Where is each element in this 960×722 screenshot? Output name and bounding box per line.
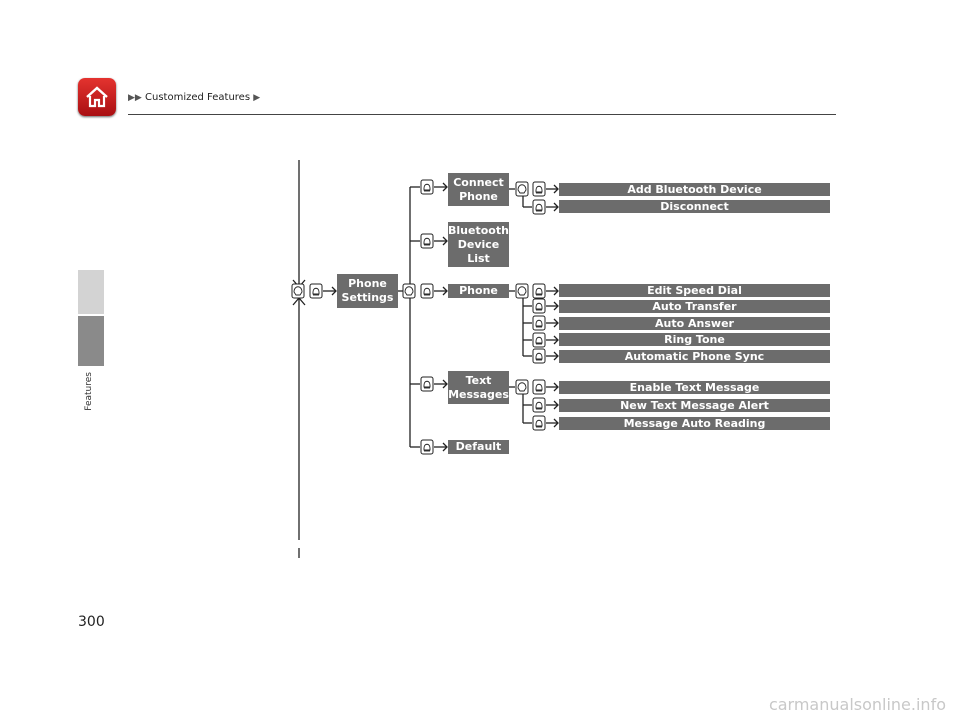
knob-icon bbox=[309, 283, 323, 299]
menu-new-text-message-alert[interactable]: New Text Message Alert bbox=[559, 399, 830, 412]
home-button-icon bbox=[515, 379, 529, 395]
menu-label: Bluetooth bbox=[448, 223, 509, 237]
knob-icon bbox=[532, 315, 546, 331]
knob-icon bbox=[420, 233, 434, 249]
menu-text-messages[interactable]: Text Messages bbox=[448, 371, 509, 404]
menu-label: Messages bbox=[448, 387, 509, 401]
knob-icon bbox=[532, 332, 546, 348]
watermark: carmanualsonline.info bbox=[768, 695, 946, 714]
menu-add-bluetooth-device[interactable]: Add Bluetooth Device bbox=[559, 183, 830, 196]
menu-phone[interactable]: Phone bbox=[448, 284, 509, 298]
menu-message-auto-reading[interactable]: Message Auto Reading bbox=[559, 417, 830, 430]
breadcrumb-arrow-icon: ▶ bbox=[253, 93, 261, 103]
menu-label: Phone bbox=[459, 189, 498, 203]
knob-icon bbox=[532, 415, 546, 431]
menu-connect-phone[interactable]: Connect Phone bbox=[448, 173, 509, 206]
menu-label: Phone bbox=[348, 277, 387, 290]
knob-icon bbox=[420, 283, 434, 299]
menu-disconnect[interactable]: Disconnect bbox=[559, 200, 830, 213]
menu-label: List bbox=[467, 251, 490, 265]
menu-edit-speed-dial[interactable]: Edit Speed Dial bbox=[559, 284, 830, 297]
home-button-icon bbox=[402, 283, 416, 299]
menu-ring-tone[interactable]: Ring Tone bbox=[559, 333, 830, 346]
menu-default[interactable]: Default bbox=[448, 440, 509, 454]
home-button-icon bbox=[515, 181, 529, 197]
menu-phone-settings[interactable]: Phone Settings bbox=[337, 274, 398, 308]
menu-bluetooth-device-list[interactable]: Bluetooth Device List bbox=[448, 222, 509, 267]
menu-label: Settings bbox=[341, 291, 394, 304]
home-icon[interactable] bbox=[78, 78, 116, 116]
menu-automatic-phone-sync[interactable]: Automatic Phone Sync bbox=[559, 350, 830, 363]
side-tab-inactive bbox=[78, 270, 104, 314]
menu-label: Connect bbox=[453, 175, 504, 189]
knob-icon bbox=[532, 379, 546, 395]
menu-label: Text bbox=[465, 373, 492, 387]
knob-icon bbox=[532, 283, 546, 299]
menu-auto-transfer[interactable]: Auto Transfer bbox=[559, 300, 830, 313]
knob-icon bbox=[420, 439, 434, 455]
breadcrumb-arrow-icon: ▶▶ bbox=[128, 93, 142, 103]
menu-enable-text-message[interactable]: Enable Text Message bbox=[559, 381, 830, 394]
header-rule bbox=[128, 114, 836, 115]
knob-icon bbox=[532, 348, 546, 364]
menu-label: Device bbox=[457, 237, 500, 251]
home-button-icon bbox=[515, 283, 529, 299]
knob-icon bbox=[532, 397, 546, 413]
knob-icon bbox=[532, 199, 546, 215]
knob-icon bbox=[532, 181, 546, 197]
page-number: 300 bbox=[78, 614, 105, 630]
side-tab-active bbox=[78, 316, 104, 366]
menu-auto-answer[interactable]: Auto Answer bbox=[559, 317, 830, 330]
breadcrumb-link[interactable]: Customized Features bbox=[145, 92, 251, 103]
knob-icon bbox=[420, 179, 434, 195]
knob-icon bbox=[420, 376, 434, 392]
breadcrumb: ▶▶ Customized Features ▶ bbox=[128, 92, 260, 103]
home-button-icon bbox=[291, 283, 305, 299]
knob-icon bbox=[532, 298, 546, 314]
